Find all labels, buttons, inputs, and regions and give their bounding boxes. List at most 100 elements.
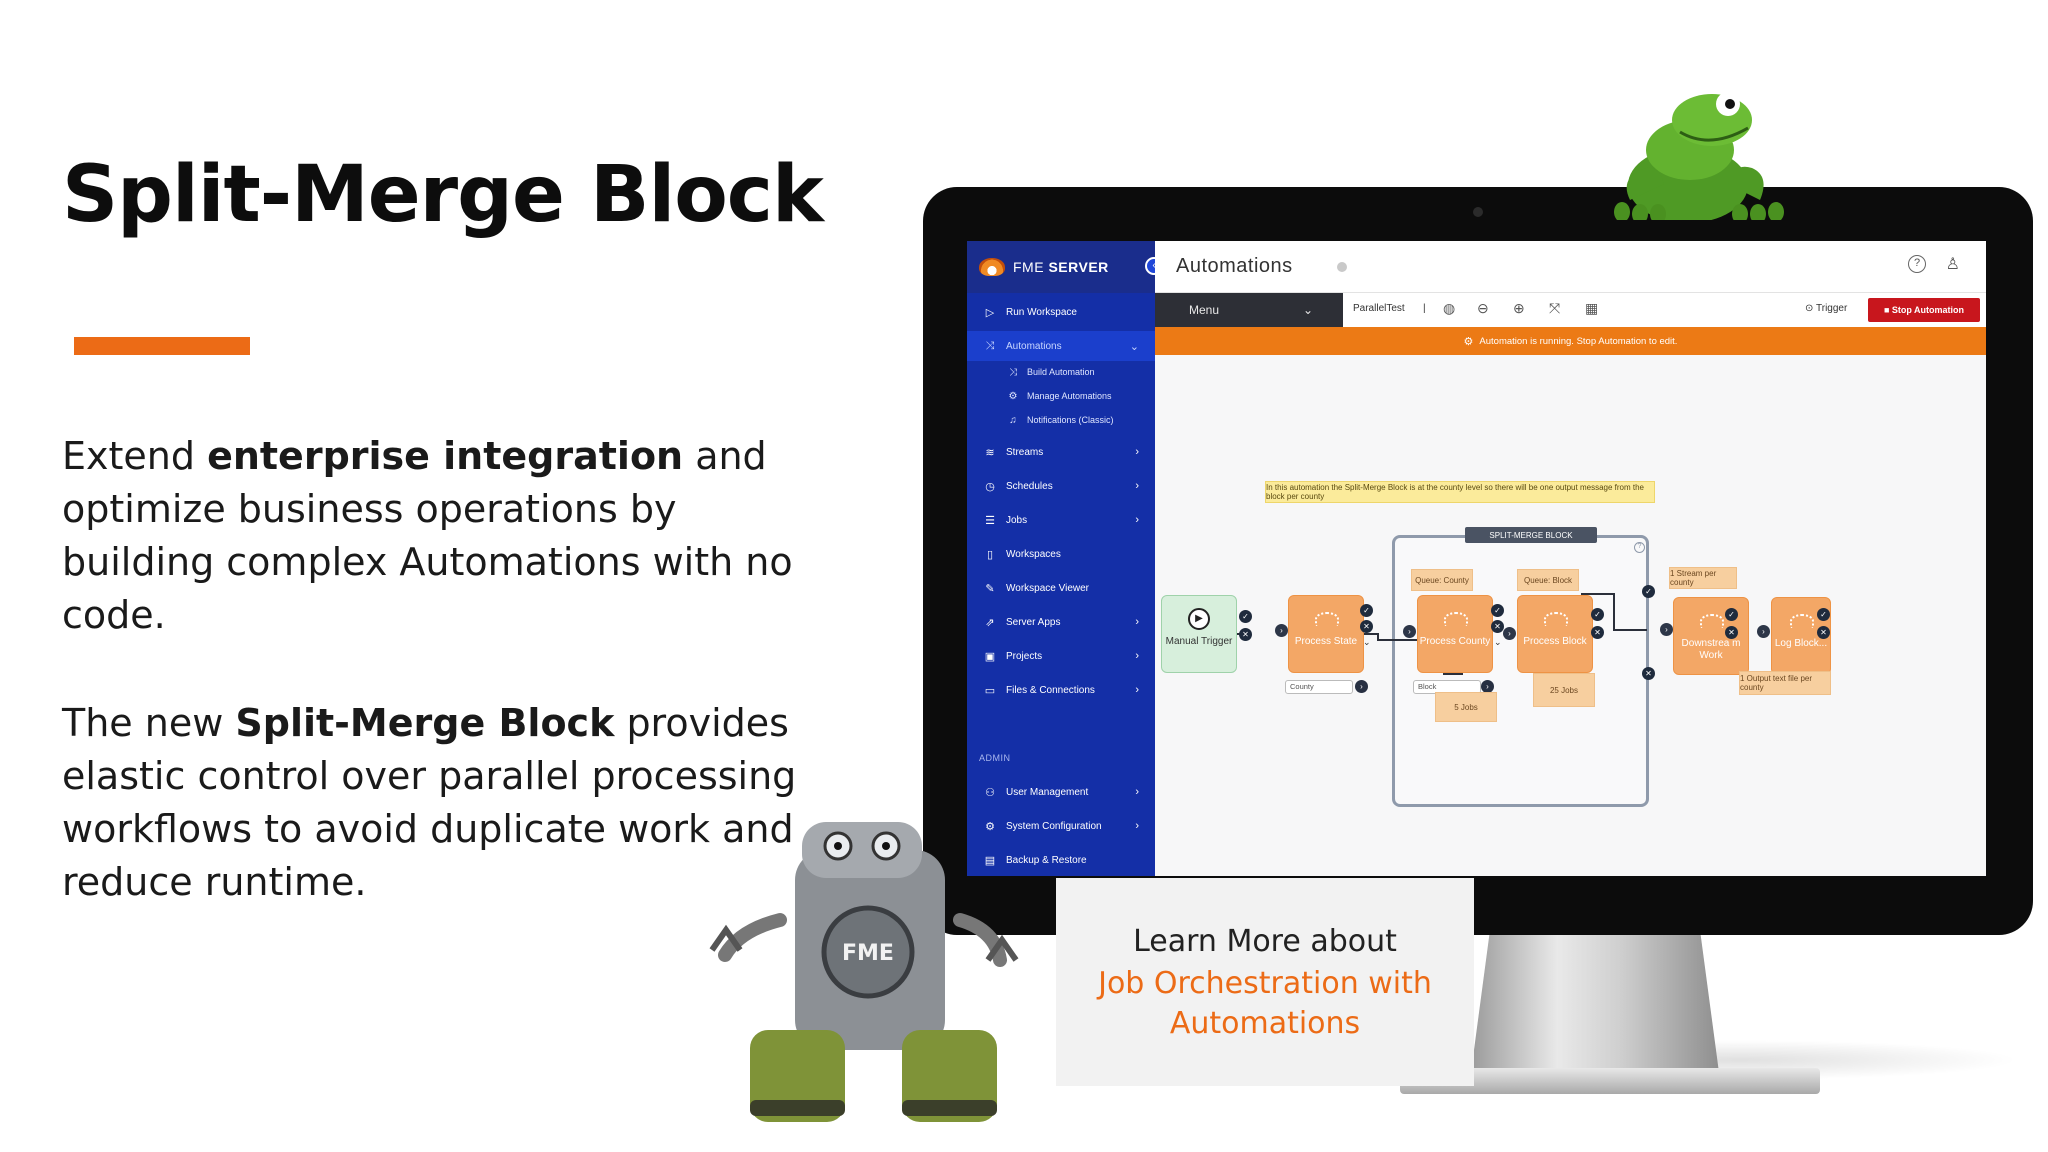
- sidebar-item-label: Workspace Viewer: [1006, 582, 1089, 594]
- sidebar-item-backup-restore[interactable]: ▤ Backup & Restore: [967, 845, 1155, 875]
- chevron-down-icon[interactable]: ⌄: [1494, 637, 1502, 647]
- sidebar-item-server-apps[interactable]: ⇗ Server Apps ›: [967, 607, 1155, 637]
- canvas-note: In this automation the Split-Merge Block…: [1265, 481, 1655, 503]
- queue-county-tag: Queue: County: [1411, 569, 1473, 591]
- banner-text: Automation is running. Stop Automation t…: [1479, 335, 1678, 347]
- shuffle-icon: ⤨: [1009, 366, 1017, 378]
- grid-icon[interactable]: ▦: [1585, 300, 1599, 316]
- node-process-block[interactable]: Process Block: [1517, 595, 1593, 673]
- node-downstream-work[interactable]: Downstrea m Work: [1673, 597, 1749, 675]
- sidebar-item-workspace-viewer[interactable]: ✎ Workspace Viewer: [967, 573, 1155, 603]
- zoom-in-icon[interactable]: ⊕: [1513, 300, 1525, 316]
- node-process-state[interactable]: Process State: [1288, 595, 1364, 673]
- top-bar: Automations ? ♙: [1155, 241, 1986, 293]
- gecko-mascot: [1614, 92, 1784, 220]
- automation-canvas[interactable]: In this automation the Split-Merge Block…: [1155, 355, 1986, 876]
- node-label: Process Block: [1523, 636, 1587, 647]
- archive-icon: ▤: [984, 854, 996, 867]
- accent-bar: [74, 337, 250, 355]
- list-icon: ☰: [985, 514, 995, 527]
- learn-more-link-line2: Automations: [1169, 1006, 1361, 1041]
- learn-more-link[interactable]: Job Orchestration with Automations: [1056, 964, 1474, 1044]
- learn-more-heading: Learn More about: [1133, 924, 1397, 959]
- split-text-c: provides elastic control over parallel p…: [62, 701, 797, 904]
- intro-text-bold: enterprise integration: [207, 434, 684, 478]
- chevron-right-icon: ›: [1135, 684, 1139, 696]
- split-success-port-icon[interactable]: ✓: [1642, 585, 1655, 598]
- failure-port-icon[interactable]: ✕: [1491, 620, 1504, 633]
- help-icon[interactable]: ?: [1908, 255, 1926, 273]
- camera-icon: [1473, 207, 1483, 217]
- success-port-icon[interactable]: ✓: [1725, 608, 1738, 621]
- sidebar-item-projects[interactable]: ▣ Projects ›: [967, 641, 1155, 671]
- failure-port-icon[interactable]: ✕: [1591, 626, 1604, 639]
- input-port-icon[interactable]: ›: [1757, 625, 1770, 638]
- info-icon[interactable]: ?: [1634, 542, 1645, 553]
- trigger-button[interactable]: ⊙ Trigger: [1805, 303, 1847, 314]
- app-screen: FME SERVER ‹ ▷ Run Workspace ⤨ Automatio…: [967, 241, 1986, 876]
- success-port-icon[interactable]: ✓: [1817, 608, 1830, 621]
- brand-name: FME SERVER: [1013, 259, 1109, 275]
- brand-fme: FME: [1013, 259, 1045, 275]
- input-port-icon[interactable]: ›: [1275, 624, 1288, 637]
- sidebar-item-label: Jobs: [1006, 514, 1028, 526]
- fme-workspace-icon: [1315, 612, 1339, 626]
- user-icon[interactable]: ♙: [1945, 256, 1960, 273]
- node-process-county[interactable]: Process County: [1417, 595, 1493, 673]
- input-port-icon[interactable]: ›: [1403, 625, 1416, 638]
- input-port-icon[interactable]: ›: [1660, 623, 1673, 636]
- output-port-icon[interactable]: ›: [1481, 680, 1494, 693]
- learn-more-link-line1: Job Orchestration with: [1098, 966, 1432, 1001]
- sidebar-item-jobs[interactable]: ☰ Jobs ›: [967, 505, 1155, 535]
- fme-workspace-icon: [1790, 614, 1814, 628]
- failure-port-icon[interactable]: ✕: [1817, 626, 1830, 639]
- connector: [1581, 593, 1613, 595]
- sidebar-subitem-notifications[interactable]: ♫ Notifications (Classic): [1007, 410, 1113, 430]
- sidebar-item-files-connections[interactable]: ▭ Files & Connections ›: [967, 675, 1155, 705]
- sidebar-subitem-label: Manage Automations: [1027, 391, 1112, 401]
- sidebar-subitem-build-automation[interactable]: ⤨ Build Automation: [1007, 362, 1095, 382]
- sidebar-item-automations[interactable]: ⤨ Automations ⌄: [967, 331, 1155, 361]
- split-failure-port-icon[interactable]: ✕: [1642, 667, 1655, 680]
- chevron-down-icon[interactable]: ⌄: [1363, 637, 1371, 647]
- sidebar-section-admin: ADMIN: [979, 753, 1011, 763]
- toolbar: Menu ⌄ ParallelTest | ◍ ⊖ ⊕ ⤧ ▦ ⊙ Trigge…: [1155, 293, 1986, 327]
- sidebar-item-system-configuration[interactable]: ⚙ System Configuration ›: [967, 811, 1155, 841]
- trigger-label: Trigger: [1816, 303, 1848, 314]
- info-icon[interactable]: [1337, 262, 1347, 272]
- gear-icon: ⚙: [985, 820, 995, 833]
- robot-mascot: FME: [709, 822, 1019, 1122]
- success-port-icon[interactable]: ✓: [1360, 604, 1373, 617]
- sidebar-item-label: Schedules: [1006, 480, 1053, 492]
- learn-more-card[interactable]: Learn More about Job Orchestration with …: [1056, 878, 1474, 1086]
- node-manual-trigger[interactable]: ▶ Manual Trigger: [1161, 595, 1237, 673]
- success-port-icon[interactable]: ✓: [1491, 604, 1504, 617]
- output-port-icon[interactable]: ›: [1355, 680, 1368, 693]
- fit-screen-icon[interactable]: ⤧: [1549, 300, 1561, 316]
- success-port-icon[interactable]: ✓: [1239, 610, 1252, 623]
- sidebar-item-run-workspace[interactable]: ▷ Run Workspace: [967, 297, 1155, 327]
- share-icon: ⇗: [985, 616, 995, 629]
- sidebar-item-label: System Configuration: [1006, 820, 1102, 832]
- failure-port-icon[interactable]: ✕: [1239, 628, 1252, 641]
- wrench-icon: ✎: [985, 582, 995, 595]
- failure-port-icon[interactable]: ✕: [1360, 620, 1373, 633]
- failure-port-icon[interactable]: ✕: [1725, 626, 1738, 639]
- menu-dropdown[interactable]: Menu ⌄: [1155, 293, 1343, 327]
- chevron-down-icon: ⌄: [1302, 303, 1313, 317]
- split-text-a: The new: [62, 701, 236, 745]
- success-port-icon[interactable]: ✓: [1591, 608, 1604, 621]
- globe-icon[interactable]: ◍: [1443, 300, 1456, 316]
- sidebar-item-schedules[interactable]: ◷ Schedules ›: [967, 471, 1155, 501]
- stop-automation-button[interactable]: ■ Stop Automation: [1868, 298, 1980, 322]
- node-label: Process State: [1294, 636, 1358, 647]
- connector: [1443, 673, 1461, 675]
- sidebar-item-user-management[interactable]: ⚇ User Management ›: [967, 777, 1155, 807]
- sidebar-item-workspaces[interactable]: ▯ Workspaces: [967, 539, 1155, 569]
- zoom-out-icon[interactable]: ⊖: [1477, 300, 1489, 316]
- user-plus-icon: ⚇: [985, 786, 995, 799]
- node-label: Manual Trigger: [1165, 636, 1233, 647]
- input-port-icon[interactable]: ›: [1503, 627, 1516, 640]
- sidebar-subitem-manage-automations[interactable]: ⚙ Manage Automations: [1007, 386, 1112, 406]
- sidebar-item-streams[interactable]: ≋ Streams ›: [967, 437, 1155, 467]
